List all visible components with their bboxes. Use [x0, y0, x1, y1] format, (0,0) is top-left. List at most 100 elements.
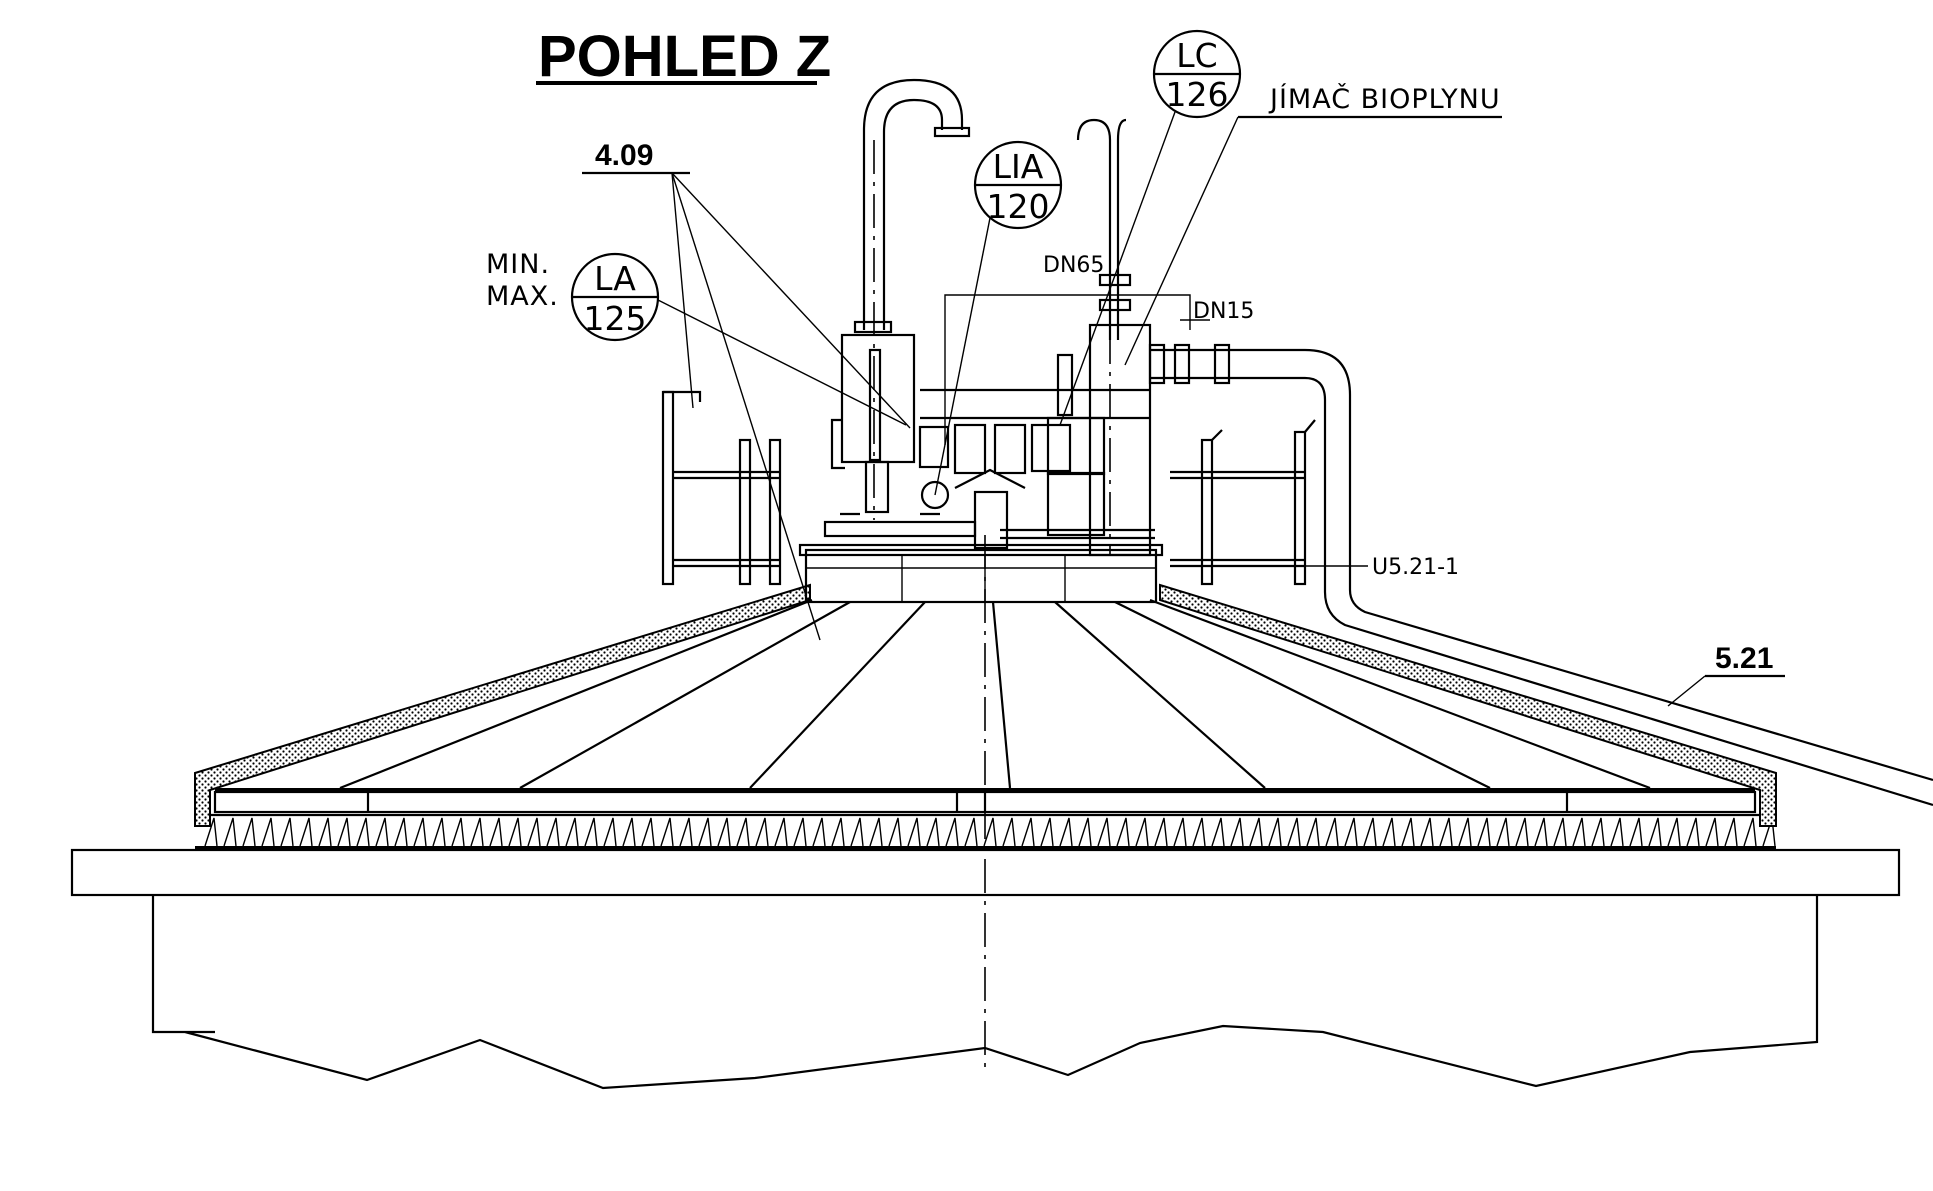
tag-number: 126 — [1166, 75, 1229, 114]
rim-tooth — [337, 817, 351, 847]
rim-tooth — [1230, 817, 1244, 847]
vent-stack-right — [1076, 118, 1112, 340]
rim-tooth — [641, 817, 655, 847]
rim-tooth — [888, 817, 902, 847]
rim-tooth — [945, 817, 959, 847]
rim-tooth — [299, 817, 313, 847]
rim-tooth — [1686, 817, 1700, 847]
vent-stack-left — [862, 78, 964, 330]
rim-tooth — [622, 817, 636, 847]
rim-tooth — [1591, 817, 1605, 847]
railing-left — [661, 390, 782, 586]
label-u521: U5.21-1 — [1305, 555, 1459, 580]
rim-tooth — [1211, 817, 1225, 847]
rim-tooth — [1610, 817, 1624, 847]
reference-409: 4.09 — [582, 139, 911, 641]
rim-tooth — [698, 817, 712, 847]
rim-tooth — [1439, 817, 1453, 847]
rim-tooth — [736, 817, 750, 847]
rim-tooth — [869, 817, 883, 847]
rim-tooth — [850, 817, 864, 847]
rim-tooth — [660, 817, 674, 847]
gas-collector-cover — [194, 543, 1777, 827]
rim-tooth — [1477, 817, 1491, 847]
rim-tooth — [774, 817, 788, 847]
rim-tooth — [432, 817, 446, 847]
left-insulated-slope — [194, 583, 811, 827]
label-biogas-collector: JÍMAČ BIOPLYNU — [1124, 83, 1502, 366]
tag-code: LC — [1176, 36, 1217, 75]
tag-number: 125 — [584, 299, 647, 338]
rim-tooth — [1553, 817, 1567, 847]
rim-tooth — [1325, 817, 1339, 847]
rim-tooth — [1078, 817, 1092, 847]
rim-tooth — [470, 817, 484, 847]
railing-right — [1170, 419, 1316, 586]
rim-tooth — [280, 817, 294, 847]
biogas-collector-column — [1088, 323, 1152, 557]
rim-tooth — [755, 817, 769, 847]
rim-tooth — [451, 817, 465, 847]
rim-tooth — [1344, 817, 1358, 847]
view-title: POHLED Z — [536, 24, 831, 89]
rim-tooth — [1363, 817, 1377, 847]
rim-tooth — [489, 817, 503, 847]
rim-tooth — [394, 817, 408, 847]
rim-tooth — [1667, 817, 1681, 847]
rim-teeth — [204, 817, 1776, 847]
tag-number: 120 — [987, 187, 1050, 226]
rim-tooth — [1382, 817, 1396, 847]
rim-tooth — [1002, 817, 1016, 847]
rim-tooth — [1724, 817, 1738, 847]
rim-tooth — [356, 817, 370, 847]
rim-tooth — [1515, 817, 1529, 847]
rim-tooth — [1192, 817, 1206, 847]
reference-409-text: 4.09 — [595, 139, 653, 172]
instrument-tag-lia120: LIA 120 — [934, 140, 1063, 496]
label-dn65: DN65 — [1043, 253, 1104, 278]
rim-tooth — [964, 817, 978, 847]
rim-tooth — [565, 817, 579, 847]
rim-tooth — [1249, 817, 1263, 847]
tag-code: LA — [594, 259, 636, 298]
rim-tooth — [717, 817, 731, 847]
rim-tooth — [793, 817, 807, 847]
rim-tooth — [1743, 817, 1757, 847]
rim-tooth — [603, 817, 617, 847]
rim-tooth — [1306, 817, 1320, 847]
rim-tooth — [1135, 817, 1149, 847]
biogas-pipe-outer — [1150, 348, 1933, 782]
rim-tooth — [1705, 817, 1719, 847]
valve-cluster-left — [823, 512, 977, 538]
biogas-collector-label: JÍMAČ BIOPLYNU — [1268, 83, 1501, 115]
rim-tooth — [318, 817, 332, 847]
rim-tooth — [1154, 817, 1168, 847]
rim-tooth — [1287, 817, 1301, 847]
rim-tooth — [223, 817, 237, 847]
rim-tooth — [1173, 817, 1187, 847]
min-label: MIN. — [486, 249, 550, 280]
rim-tooth — [1040, 817, 1054, 847]
rim-tooth — [375, 817, 389, 847]
label-dn15: DN15 — [1193, 299, 1254, 324]
rim-tooth — [546, 817, 560, 847]
rim-tooth — [1268, 817, 1282, 847]
dn65-label: DN65 — [1043, 253, 1104, 278]
instrument-tag-la125: LA 125 — [570, 252, 907, 426]
reference-521-text: 5.21 — [1715, 642, 1773, 675]
dn15-label: DN15 — [1193, 299, 1254, 324]
rim-tooth — [1401, 817, 1415, 847]
rim-tooth — [204, 817, 218, 847]
u521-label: U5.21-1 — [1372, 555, 1459, 580]
rim-tooth — [1116, 817, 1130, 847]
max-label: MAX. — [486, 281, 559, 312]
rim-tooth — [242, 817, 256, 847]
reference-521: 5.21 — [1667, 642, 1785, 707]
biogas-pipe-inner — [1150, 376, 1933, 807]
rim-tooth — [1496, 817, 1510, 847]
rim-tooth — [907, 817, 921, 847]
view-title-text: POHLED Z — [538, 24, 831, 89]
serrated-rim — [195, 813, 1776, 850]
rim-tooth — [1420, 817, 1434, 847]
